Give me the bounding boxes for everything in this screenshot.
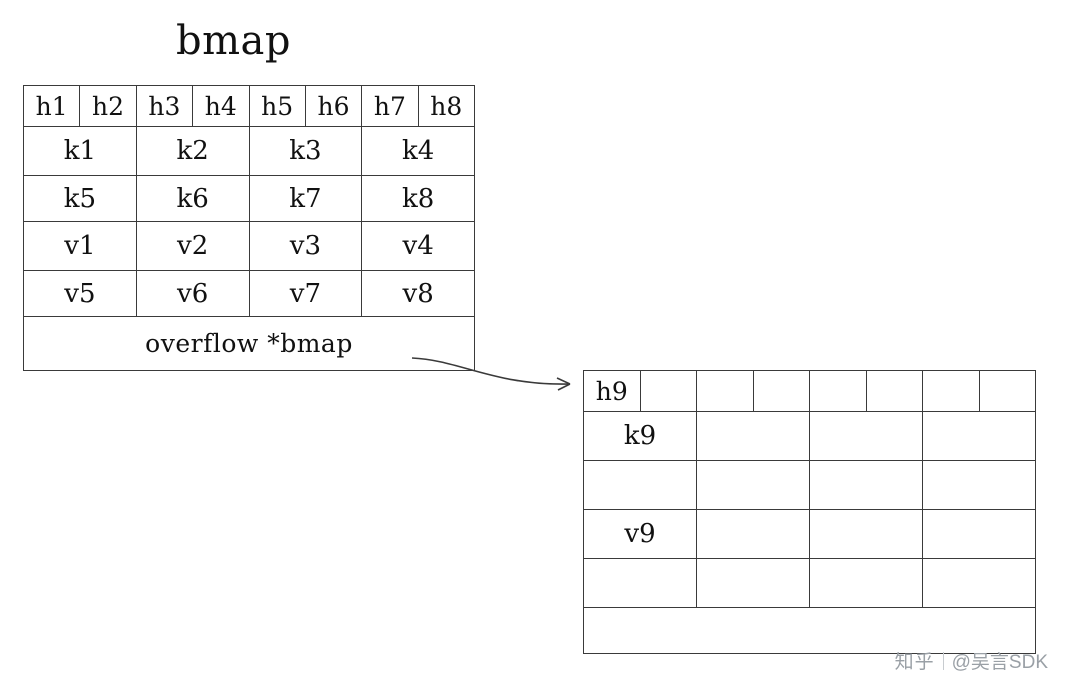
bmap-hash-cell: h6 xyxy=(304,85,363,127)
overflow-value-cell xyxy=(696,509,810,559)
overflow-key-cell xyxy=(696,460,810,510)
watermark-author: @吴言SDK xyxy=(951,652,1048,673)
bmap-hash-cell: h4 xyxy=(192,85,250,127)
bmap-value-cell: v7 xyxy=(248,270,363,317)
overflow-hash-cell xyxy=(922,370,980,412)
bmap-value-cell: v3 xyxy=(248,221,363,271)
bmap-value-cell: v5 xyxy=(23,270,137,317)
bmap-key-cell: k5 xyxy=(23,175,137,222)
bmap-key-cell: k4 xyxy=(361,126,475,176)
overflow-hash-cell xyxy=(752,370,810,412)
bmap-key-row: k5 k6 k7 k8 xyxy=(23,175,475,222)
overflow-key-row xyxy=(583,460,1036,510)
overflow-hash-cell xyxy=(865,370,923,412)
bmap-hash-cell: h7 xyxy=(361,85,419,127)
overflow-value-cell xyxy=(696,558,810,608)
bmap-table: h1 h2 h3 h4 h5 h6 h7 h8 k1 k2 k3 k4 k5 k… xyxy=(22,85,476,371)
overflow-hash-cell xyxy=(809,370,867,412)
overflow-value-cell xyxy=(922,558,1036,608)
overflow-key-cell xyxy=(922,460,1036,510)
bmap-value-cell: v6 xyxy=(135,270,250,317)
bmap-key-row: k1 k2 k3 k4 xyxy=(23,126,475,176)
overflow-value-cell xyxy=(809,558,923,608)
bmap-key-cell: k6 xyxy=(135,175,250,222)
bmap-hash-cell: h5 xyxy=(248,85,306,127)
overflow-footer-row xyxy=(583,607,1036,654)
overflow-key-cell xyxy=(922,411,1036,461)
overflow-value-row: v9 xyxy=(583,509,1036,559)
overflow-hash-row: h9 xyxy=(583,370,1036,412)
overflow-value-cell: v9 xyxy=(583,509,697,559)
overflow-hash-cell: h9 xyxy=(583,370,641,412)
overflow-key-cell xyxy=(583,460,697,510)
zhihu-logo-icon: 知乎 xyxy=(894,652,935,673)
overflow-hash-cell xyxy=(639,370,697,412)
overflow-hash-cell xyxy=(978,370,1036,412)
overflow-key-cell xyxy=(809,460,923,510)
bmap-value-row: v5 v6 v7 v8 xyxy=(23,270,475,317)
bmap-value-cell: v2 xyxy=(135,221,250,271)
bmap-hash-cell: h8 xyxy=(417,85,476,127)
bmap-hash-cell: h3 xyxy=(135,85,194,127)
overflow-footer-cell xyxy=(583,607,1036,654)
overflow-key-row: k9 xyxy=(583,411,1036,461)
bmap-key-cell: k2 xyxy=(135,126,250,176)
overflow-value-cell xyxy=(583,558,697,608)
overflow-arrow-icon xyxy=(411,357,571,391)
overflow-key-cell xyxy=(696,411,810,461)
overflow-pointer-label: overflow *bmap xyxy=(23,316,475,371)
bmap-value-row: v1 v2 v3 v4 xyxy=(23,221,475,271)
bmap-overflow-row: overflow *bmap xyxy=(23,316,475,371)
overflow-bucket-table: h9 k9 v9 xyxy=(583,370,1036,654)
bmap-key-cell: k8 xyxy=(361,175,475,222)
bmap-value-cell: v1 xyxy=(23,221,137,271)
bmap-key-cell: k3 xyxy=(248,126,363,176)
overflow-hash-cell xyxy=(696,370,754,412)
overflow-value-cell xyxy=(809,509,923,559)
page-title: bmap xyxy=(176,18,291,64)
overflow-key-cell: k9 xyxy=(583,411,697,461)
watermark-divider xyxy=(942,651,944,670)
overflow-value-row xyxy=(583,558,1036,608)
bmap-value-cell: v4 xyxy=(361,221,475,271)
bmap-hash-cell: h2 xyxy=(79,85,137,127)
overflow-key-cell xyxy=(809,411,923,461)
bmap-key-cell: k1 xyxy=(23,126,137,176)
bmap-hash-cell: h1 xyxy=(22,85,81,127)
bmap-key-cell: k7 xyxy=(248,175,363,222)
bmap-value-cell: v8 xyxy=(361,270,475,317)
overflow-value-cell xyxy=(922,509,1036,559)
watermark: 知乎 @吴言SDK xyxy=(895,647,1048,674)
bmap-hash-row: h1 h2 h3 h4 h5 h6 h7 h8 xyxy=(22,85,476,127)
